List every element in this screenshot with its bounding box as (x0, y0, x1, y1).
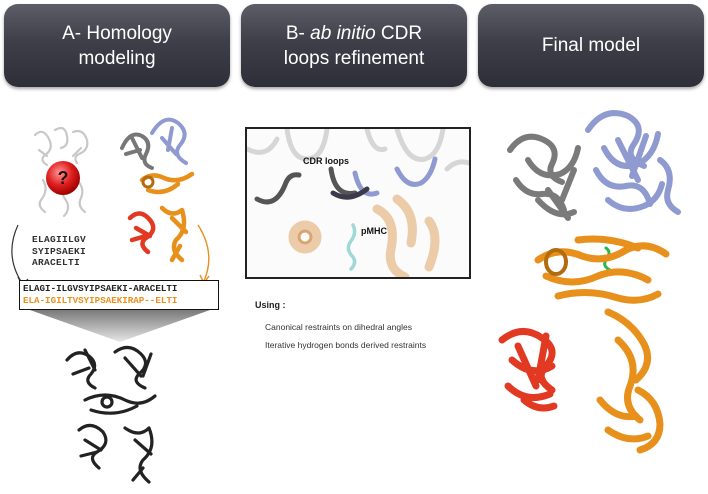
panel-b-suffix: CDR (375, 22, 423, 44)
funnel-arrow (30, 310, 210, 342)
alignment-template: ELA-IGILTVSYIPSAEKIRAP--ELTI (23, 295, 178, 306)
target-sequence: ELAGIILGV SYIPSAEKI ARACELTI (32, 234, 86, 269)
panel-b-title-line2: loops refinement (283, 47, 425, 69)
header-panel-homology: A- Homology modeling (4, 4, 230, 87)
header-panel-refinement: B- ab initio CDR loops refinement (241, 4, 467, 87)
sequence-line-3: ARACELTI (32, 257, 81, 268)
question-sphere (46, 161, 80, 195)
question-mark: ? (58, 168, 69, 188)
panel-b-title-line1: B- ab initio CDR (286, 21, 422, 46)
pmhc-label: pMHC (361, 226, 387, 236)
using-item-dihedral: Canonical restraints on dihedral angles (265, 322, 412, 332)
homology-model-structure (65, 345, 157, 484)
panel-a-title-line2: modeling (78, 47, 156, 69)
cdr-loop-closeup: CDR loops pMHC (245, 127, 471, 279)
homology-template-structure (120, 117, 195, 263)
template-structure-ghost: ? (33, 126, 89, 218)
using-title: Using : (255, 300, 286, 310)
final-model-structure (498, 110, 681, 454)
sequence-alignment-box: ELAGI-ILGVSYIPSAEKI-ARACELTI ELA-IGILTVS… (19, 280, 219, 310)
cdr-loops-label: CDR loops (303, 156, 349, 166)
sequence-line-2: SYIPSAEKI (32, 245, 87, 257)
closeup-rendering (247, 129, 469, 277)
panel-b-italic: ab initio (310, 22, 376, 44)
header-panel-final-model: Final model (478, 4, 704, 87)
panel-c-title: Final model (541, 35, 641, 56)
panel-b-prefix: B- (285, 22, 311, 44)
sequence-line-1: ELAGIILGV (32, 234, 87, 245)
panel-a-title-line1: A- Homology (62, 22, 172, 44)
using-item-hbonds: Iterative hydrogen bonds derived restrai… (265, 340, 427, 350)
alignment-query: ELAGI-ILGVSYIPSAEKI-ARACELTI (23, 283, 178, 294)
